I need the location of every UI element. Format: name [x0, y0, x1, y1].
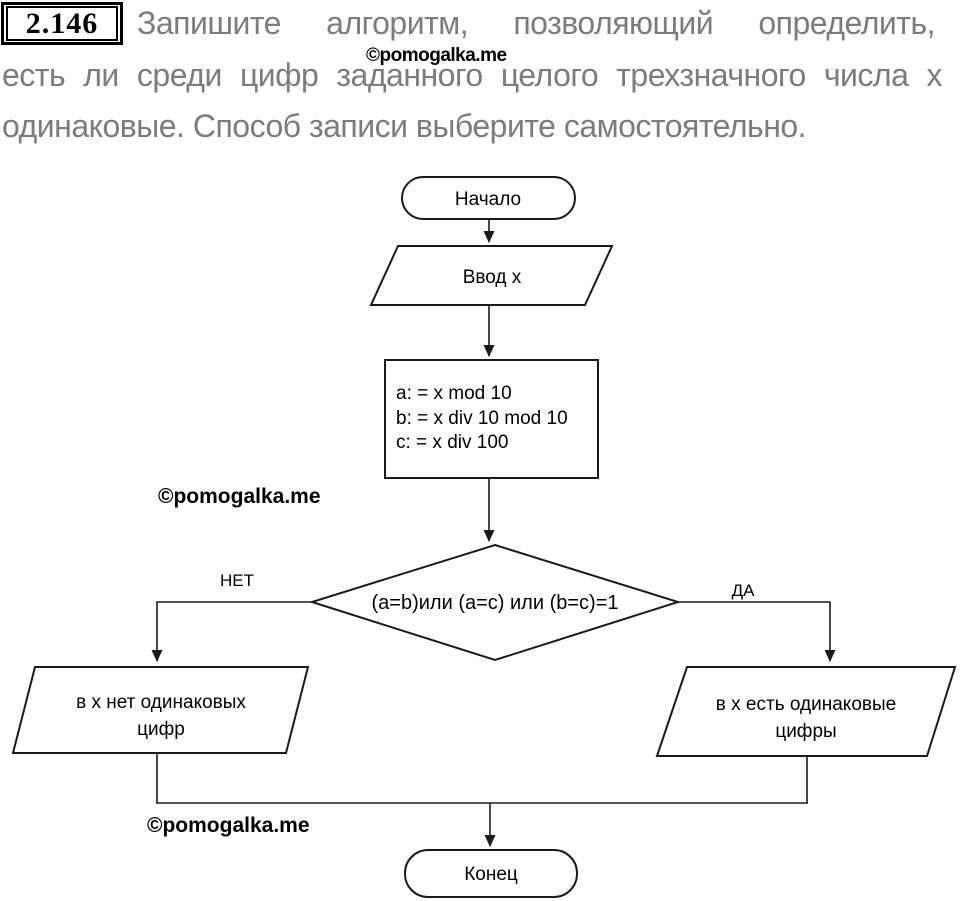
start-terminator [401, 176, 576, 220]
problem-text-line-1: Запишите алгоритм, позволяющий определит… [137, 5, 936, 41]
input-parallelogram [369, 245, 614, 306]
problem-text-line-2: есть ли среди цифр заданного целого трех… [2, 57, 943, 93]
watermark-top: ©pomogalka.me [366, 45, 507, 66]
end-terminator [404, 849, 578, 898]
output-no-line-1: в x нет одинаковых [76, 692, 246, 713]
output-yes-parallelogram [655, 666, 957, 757]
output-no-line-2: цифр [137, 719, 185, 740]
problem-number: 2.146 [6, 6, 118, 41]
branch-yes-label: ДА [732, 581, 756, 600]
process-line-3: c: = x div 100 [396, 432, 508, 453]
watermark-bottom: ©pomogalka.me [147, 814, 310, 837]
output-no-parallelogram [11, 666, 310, 754]
arrow-branch-yes [678, 601, 836, 662]
input-label: Ввод x [463, 267, 522, 288]
branch-no-label: НЕТ [220, 571, 254, 590]
start-label: Начало [455, 189, 521, 210]
output-yes-line-2: цифры [775, 721, 836, 742]
process-line-2: b: = x div 10 mod 10 [396, 408, 568, 429]
process-line-1: a: = x mod 10 [396, 383, 512, 404]
decision-diamond [308, 543, 682, 662]
end-label: Конец [464, 864, 518, 885]
problem-number-box: 2.146 [1, 2, 123, 45]
arrow-branch-no [151, 601, 312, 662]
output-yes-line-1: в x есть одинаковые [716, 694, 896, 715]
problem-text-line-3: одинаковые. Способ записи выберите самос… [2, 108, 807, 144]
decision-label: (a=b)или (a=c) или (b=c)=1 [372, 592, 619, 614]
watermark-middle: ©pomogalka.me [158, 485, 321, 508]
process-box [384, 359, 599, 479]
